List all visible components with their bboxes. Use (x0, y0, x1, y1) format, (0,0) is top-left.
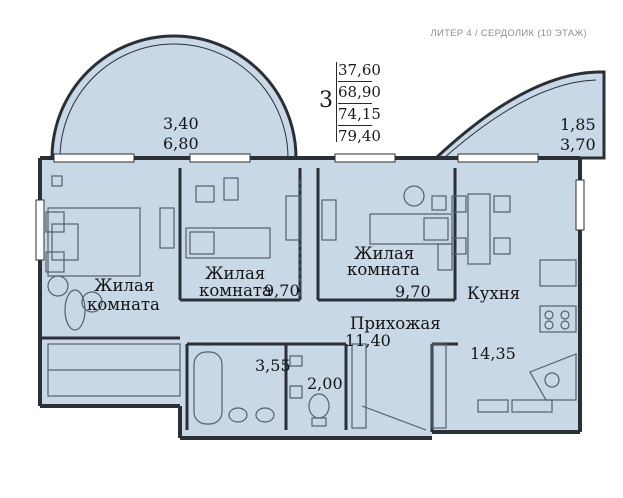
kitchen-furniture (451, 193, 577, 401)
living-room-right-label-1: Жилая (354, 244, 415, 263)
right-balcony-area-1: 1,85 (560, 115, 596, 134)
hallway-fixtures (351, 343, 553, 431)
right-room-furniture (321, 185, 453, 271)
toilet-area: 2,00 (307, 374, 343, 393)
kitchen-label: Кухня (467, 284, 521, 303)
apartment-floor (40, 158, 580, 438)
area-list: 37,60 68,90 74,15 79,40 (338, 60, 381, 147)
right-balcony-area-2: 3,70 (560, 135, 596, 154)
summary-divider (336, 62, 337, 142)
area-total: 79,40 (338, 127, 381, 145)
area-total-without-balcony: 68,90 (338, 82, 381, 104)
hallway-label: Прихожая (350, 314, 441, 333)
left-balcony (50, 34, 298, 160)
left-balcony-area-1: 3,40 (163, 114, 199, 133)
area-total-reduced: 74,15 (338, 104, 381, 126)
living-room-middle-label-1: Жилая (205, 264, 266, 283)
left-room-furniture (45, 175, 181, 397)
apartment-summary: 3 37,60 68,90 74,15 79,40 (316, 60, 381, 147)
right-balcony (432, 70, 606, 160)
building-floor-caption: ЛИТЕР 4 / СЕРДОЛИК (10 ЭТАЖ) (430, 28, 587, 39)
bathroom-fixtures (193, 351, 330, 427)
windows (35, 153, 585, 261)
living-room-left-label-2: комната (87, 295, 160, 314)
living-room-right-area: 9,70 (395, 282, 431, 301)
living-room-middle-area: 9,70 (264, 281, 300, 300)
living-room-middle-label-2: комната (199, 281, 272, 300)
kitchen-area: 14,35 (470, 344, 516, 363)
left-balcony-area-2: 6,80 (163, 134, 199, 153)
middle-room-furniture (185, 177, 301, 300)
bathroom-area: 3,55 (255, 356, 291, 375)
living-room-right-label-2: комната (347, 260, 420, 279)
hallway-area: 11,40 (345, 331, 391, 350)
area-living: 37,60 (338, 60, 381, 82)
room-count: 3 (319, 88, 333, 113)
living-room-left-label-1: Жилая (94, 276, 155, 295)
